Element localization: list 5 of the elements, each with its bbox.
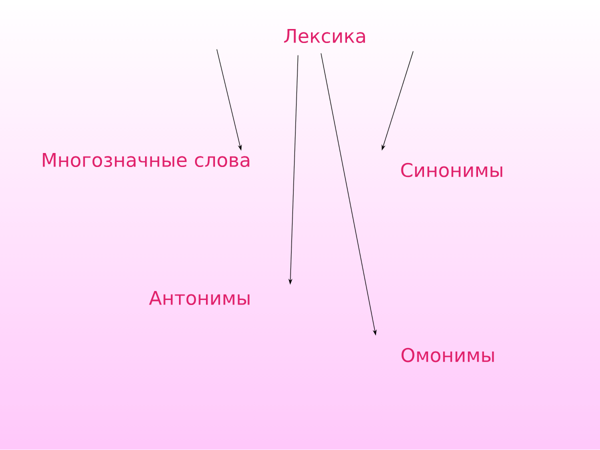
term-label: Антонимы <box>149 290 250 306</box>
term-label: Лексика <box>284 28 365 44</box>
term-label: Многозначные слова <box>42 152 250 168</box>
term-label: Синонимы <box>401 162 502 178</box>
term-label: Омонимы <box>402 348 494 362</box>
